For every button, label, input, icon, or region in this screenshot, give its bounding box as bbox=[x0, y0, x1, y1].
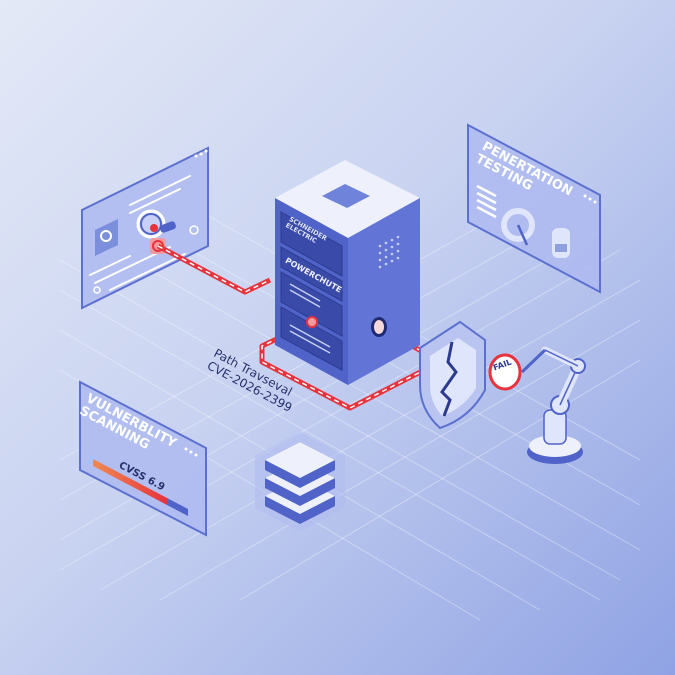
server-port-icon bbox=[371, 317, 387, 337]
gauge-icon bbox=[501, 208, 535, 246]
document-icon bbox=[552, 228, 570, 258]
server-icon bbox=[322, 184, 370, 208]
severity-bar bbox=[93, 459, 188, 516]
fail-badge bbox=[488, 353, 522, 391]
list-icon bbox=[476, 184, 497, 219]
user-avatar-icon bbox=[95, 219, 118, 256]
magnifier-icon bbox=[136, 209, 176, 239]
breach-point-icon bbox=[306, 316, 318, 328]
